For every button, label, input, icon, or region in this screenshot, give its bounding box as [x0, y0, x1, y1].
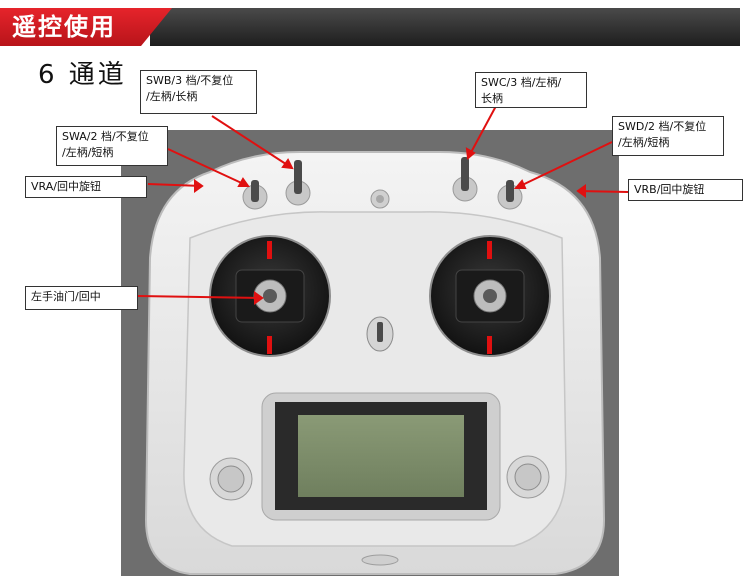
callout-vra-line1: VRA/回中旋钮: [31, 180, 101, 193]
callout-swa: SWA/2 档/不复位 /左柄/短柄: [56, 126, 168, 166]
callout-swd-line2: /左柄/短柄: [618, 136, 670, 149]
callout-swc-line1: SWC/3 档/左柄/: [481, 76, 562, 89]
header-dark-band: [150, 8, 740, 46]
right-bottom-button[interactable]: [506, 455, 550, 499]
callout-swb-line1: SWB/3 档/不复位: [146, 74, 234, 87]
switch-swc[interactable]: [452, 157, 478, 202]
callout-swc-line2: 长柄: [481, 92, 503, 105]
callout-pointer-lines: [137, 105, 629, 305]
callout-throttle: 左手油门/回中: [25, 286, 138, 310]
right-gimbal[interactable]: [429, 235, 551, 357]
callout-throttle-line1: 左手油门/回中: [31, 290, 101, 303]
center-toggle[interactable]: [366, 316, 394, 352]
switch-swd[interactable]: [497, 180, 523, 210]
callout-vrb-line1: VRB/回中旋钮: [634, 183, 705, 196]
callout-swd-line1: SWD/2 档/不复位: [618, 120, 707, 133]
page-title: 遥控使用: [12, 13, 116, 41]
callout-vra: VRA/回中旋钮: [25, 176, 147, 198]
callout-swa-line1: SWA/2 档/不复位: [62, 130, 149, 143]
header-bar: 遥控使用: [0, 8, 740, 46]
callout-vrb: VRB/回中旋钮: [628, 179, 743, 201]
callout-swd: SWD/2 档/不复位 /左柄/短柄: [612, 116, 724, 156]
channel-count-label: 6 通道: [38, 60, 127, 90]
lcd-screen: [261, 392, 501, 521]
callout-swb: SWB/3 档/不复位 /左柄/长柄: [140, 70, 257, 114]
left-gimbal[interactable]: [209, 235, 331, 357]
switch-swb[interactable]: [285, 160, 311, 206]
callout-swc: SWC/3 档/左柄/ 长柄: [475, 72, 587, 108]
left-bottom-button[interactable]: [209, 457, 253, 501]
callout-swb-line2: /左柄/长柄: [146, 90, 198, 103]
header-red-tab: [0, 8, 172, 46]
switch-swa[interactable]: [242, 180, 268, 210]
callout-swa-line2: /左柄/短柄: [62, 146, 114, 159]
